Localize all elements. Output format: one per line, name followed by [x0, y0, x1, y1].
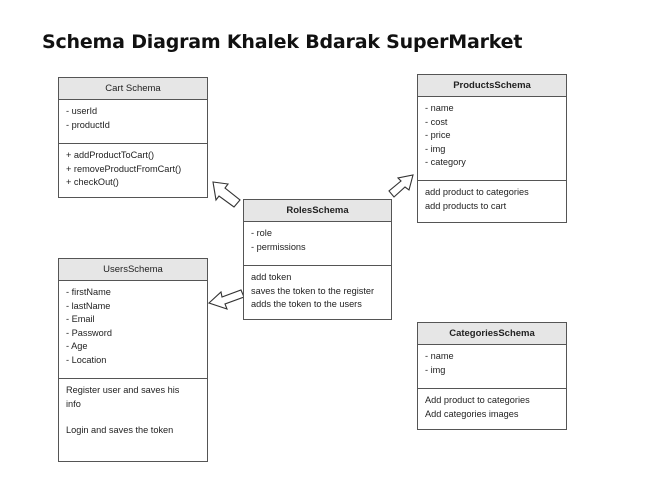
field-userid: - userId [66, 106, 98, 116]
users-schema-box: UsersSchema - firstName - lastName - Ema… [58, 258, 208, 462]
method-add-product-to-cart: + addProductToCart() [66, 150, 155, 160]
method-register-user: Register user and saves his [66, 385, 180, 395]
roles-schema-box: RolesSchema - role - permissions add tok… [243, 199, 392, 320]
field-category: - category [425, 157, 466, 167]
field-cat-img: - img [425, 364, 446, 375]
field-cat-name: - name [425, 351, 454, 361]
cart-schema-header: Cart Schema [59, 78, 207, 100]
field-cost: - cost [425, 116, 448, 127]
users-methods: Register user and saves his info Login a… [59, 379, 207, 443]
cart-fields: - userId - productId [59, 100, 207, 144]
categories-schema-header: CategoriesSchema [418, 323, 566, 345]
field-permissions: - permissions [251, 241, 306, 252]
method-save-token-register: saves the token to the register [251, 285, 375, 296]
field-password: - Password [66, 327, 112, 338]
products-schema-header: ProductsSchema [418, 75, 566, 97]
field-email: - Email [66, 314, 95, 324]
field-productid: - productId [66, 119, 110, 130]
methods-spacer [66, 411, 200, 424]
roles-methods: add token saves the token to the registe… [244, 266, 391, 317]
method-add-products-to-cart: add products to cart [425, 200, 507, 211]
field-role: - role [251, 228, 272, 238]
method-remove-product-from-cart: + removeProductFromCart() [66, 163, 182, 174]
products-methods: add product to categories add products t… [418, 181, 566, 218]
method-add-token: add token [251, 272, 292, 282]
method-register-user-cont: info [66, 398, 81, 409]
cart-schema-box: Cart Schema - userId - productId + addPr… [58, 77, 208, 198]
users-fields: - firstName - lastName - Email - Passwor… [59, 281, 207, 379]
products-schema-box: ProductsSchema - name - cost - price - i… [417, 74, 567, 223]
method-checkout: + checkOut() [66, 177, 119, 187]
method-add-product-to-categories-cat: Add product to categories [425, 395, 530, 405]
arrow-roles-to-cart [212, 181, 241, 208]
cart-methods: + addProductToCart() + removeProductFrom… [59, 144, 207, 195]
field-price: - price [425, 130, 451, 140]
categories-schema-box: CategoriesSchema - name - img Add produc… [417, 322, 567, 430]
method-login: Login and saves the token [66, 425, 174, 435]
products-fields: - name - cost - price - img - category [418, 97, 566, 181]
field-age: - Age [66, 341, 88, 351]
method-add-product-to-categories: add product to categories [425, 187, 529, 197]
field-firstname: - firstName [66, 287, 111, 297]
field-lastname: - lastName [66, 300, 111, 311]
diagram-title: Schema Diagram Khalek Bdarak SuperMarket [42, 31, 523, 53]
roles-fields: - role - permissions [244, 222, 391, 266]
field-img: - img [425, 143, 446, 154]
arrow-roles-to-products [388, 174, 414, 198]
field-name: - name [425, 103, 454, 113]
arrow-roles-to-users [207, 289, 245, 310]
categories-fields: - name - img [418, 345, 566, 389]
method-add-categories-images: Add categories images [425, 408, 519, 419]
roles-schema-header: RolesSchema [244, 200, 391, 222]
categories-methods: Add product to categories Add categories… [418, 389, 566, 426]
field-location: - Location [66, 354, 107, 365]
method-add-token-users: adds the token to the users [251, 299, 362, 309]
users-schema-header: UsersSchema [59, 259, 207, 281]
